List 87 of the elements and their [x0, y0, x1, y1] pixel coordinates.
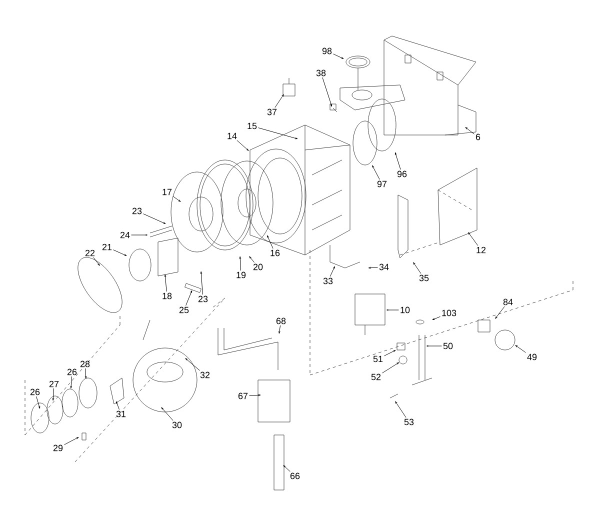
- callout-number: 84: [503, 298, 513, 306]
- leader-line: [283, 465, 290, 472]
- callout-number: 24: [120, 232, 130, 238]
- callout-number: 18: [162, 292, 172, 300]
- callout-number: 38: [316, 70, 326, 76]
- callout-number: 50: [443, 342, 453, 350]
- callout-number: 26: [30, 388, 40, 396]
- callout-number: 31: [116, 410, 126, 418]
- callout-number: 10: [400, 306, 410, 314]
- callout-number: 52: [371, 374, 381, 380]
- callout-number: 53: [404, 418, 414, 426]
- callout-number: 35: [419, 274, 429, 282]
- callout-number: 29: [53, 444, 63, 452]
- callout-number: 30: [172, 422, 182, 428]
- part-drawing: [62, 388, 78, 418]
- leader-line: [93, 257, 100, 266]
- leader-line: [239, 256, 242, 271]
- leader-line: [64, 437, 79, 445]
- leader-line: [85, 368, 87, 378]
- leader-line: [322, 77, 332, 106]
- leader-line: [113, 250, 127, 256]
- callout-number: 20: [253, 264, 263, 270]
- leader-line: [143, 214, 166, 224]
- leader-line: [267, 235, 274, 249]
- leader-line: [172, 196, 181, 202]
- leader-line: [278, 325, 281, 334]
- callout-number: 16: [270, 250, 280, 256]
- callout-number: 6: [476, 134, 480, 140]
- callout-number: 34: [379, 264, 389, 270]
- leader-line: [432, 316, 440, 320]
- leader-line: [70, 376, 72, 388]
- callout-number: 37: [267, 108, 277, 116]
- callout-number: 51: [373, 356, 383, 362]
- callout-number: 19: [236, 272, 246, 278]
- callout-number: 21: [102, 244, 112, 250]
- callout-number: 15: [248, 122, 257, 130]
- callout-number: 23: [198, 296, 208, 302]
- leader-line: [116, 401, 120, 410]
- callout-number: 27: [49, 380, 59, 388]
- callout-number: 96: [397, 170, 407, 178]
- leader-line: [330, 266, 335, 277]
- leader-line: [186, 290, 192, 306]
- leader-line: [372, 165, 380, 180]
- part-drawing: [398, 356, 408, 364]
- leader-line: [236, 140, 249, 151]
- leader-line: [384, 350, 396, 356]
- leader-line: [249, 394, 260, 396]
- leader-line: [200, 272, 203, 295]
- callout-number: 33: [323, 278, 333, 284]
- callout-number: 32: [200, 372, 210, 378]
- callout-number: 49: [527, 354, 537, 360]
- callout-number: 26: [67, 368, 77, 376]
- leader-line: [413, 262, 422, 274]
- callout-number: 12: [476, 246, 486, 254]
- leader-line: [274, 94, 284, 108]
- part-drawing: [184, 283, 202, 293]
- leader-line: [164, 274, 167, 292]
- leader-line: [131, 234, 148, 236]
- callout-number: 68: [276, 318, 286, 324]
- leader-line: [468, 232, 478, 246]
- leader-line: [394, 152, 401, 170]
- callout-number: 25: [179, 306, 189, 314]
- leader-line: [368, 267, 378, 269]
- callout-number: 67: [238, 392, 248, 400]
- leader-line: [258, 128, 298, 140]
- leader-line: [52, 388, 54, 400]
- callout-number: 103: [442, 310, 456, 316]
- leader-line: [395, 401, 406, 418]
- leader-line: [333, 54, 344, 59]
- leader-line: [386, 309, 399, 311]
- leader-line: [465, 127, 474, 134]
- leader-line: [426, 345, 442, 347]
- callout-number: 98: [322, 48, 332, 54]
- leader-line: [36, 396, 40, 408]
- leader-line: [161, 407, 174, 421]
- leader-line: [249, 256, 255, 263]
- leader-line: [515, 345, 526, 353]
- leader-line: [185, 358, 200, 371]
- callout-number: 97: [377, 180, 387, 188]
- leader-line: [382, 362, 399, 374]
- callout-number: 66: [290, 472, 300, 480]
- callout-number: 28: [80, 360, 90, 368]
- callout-number: 23: [132, 208, 142, 214]
- callout-number: 14: [228, 132, 237, 140]
- callout-number: 17: [162, 188, 172, 196]
- leader-line: [495, 306, 505, 319]
- callout-number: 22: [85, 250, 95, 256]
